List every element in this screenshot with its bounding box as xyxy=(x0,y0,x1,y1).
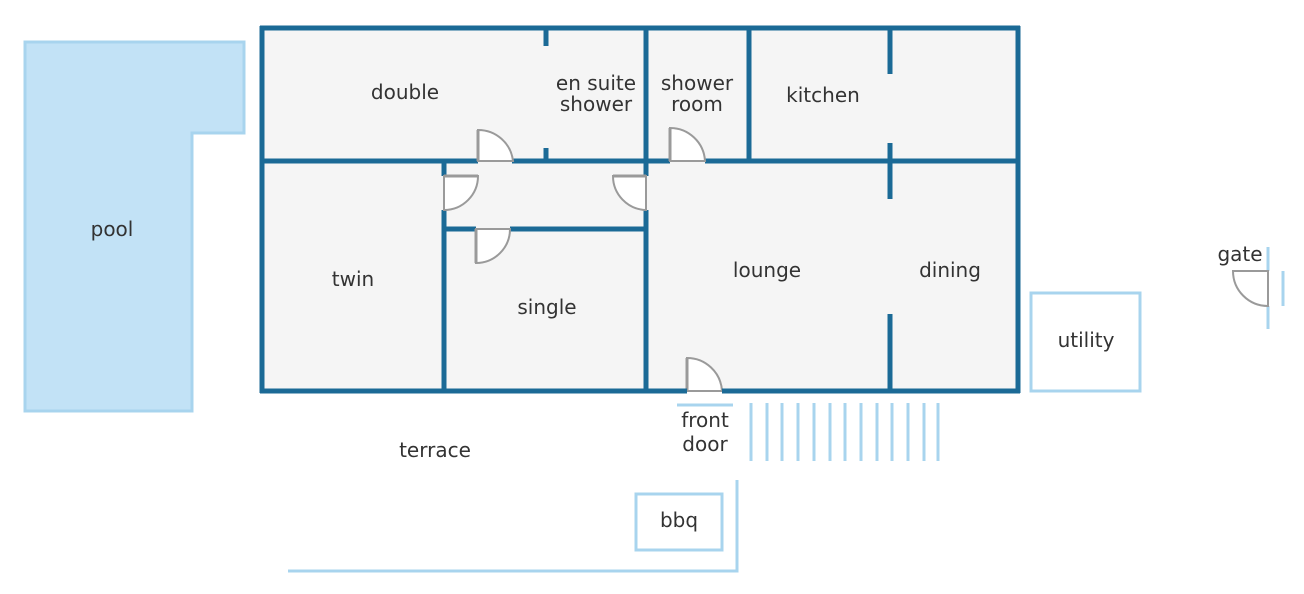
label-gate: gate xyxy=(1217,242,1262,266)
label-kitchen: kitchen xyxy=(786,83,860,107)
label-double: double xyxy=(371,80,439,104)
label-dining: dining xyxy=(919,258,981,282)
label-en-suite-line1: en suite xyxy=(556,71,636,95)
front-steps xyxy=(749,403,940,461)
doors xyxy=(443,126,724,392)
label-twin: twin xyxy=(332,267,374,291)
label-front-door-line1: front xyxy=(681,408,729,432)
label-pool: pool xyxy=(91,217,134,241)
label-lounge: lounge xyxy=(733,258,801,282)
label-en-suite-line2: shower xyxy=(560,92,633,116)
room-labels: double en suite shower shower room kitch… xyxy=(332,71,981,319)
outdoor-labels: pool utility gate front door terrace bbq xyxy=(91,217,1263,532)
exterior-walls xyxy=(259,25,1021,394)
terrace-boundary xyxy=(288,480,739,573)
gate xyxy=(1231,247,1285,329)
utility-building xyxy=(1029,291,1142,393)
label-shower-room-line1: shower xyxy=(661,71,734,95)
label-single: single xyxy=(517,295,576,319)
label-front-door-line2: door xyxy=(682,432,728,456)
label-terrace: terrace xyxy=(399,438,471,462)
bbq-outline xyxy=(634,492,724,552)
pool xyxy=(23,40,246,413)
interior-walls xyxy=(262,28,1018,391)
label-shower-room-line2: room xyxy=(671,92,723,116)
label-bbq: bbq xyxy=(660,508,698,532)
label-utility: utility xyxy=(1058,328,1115,352)
